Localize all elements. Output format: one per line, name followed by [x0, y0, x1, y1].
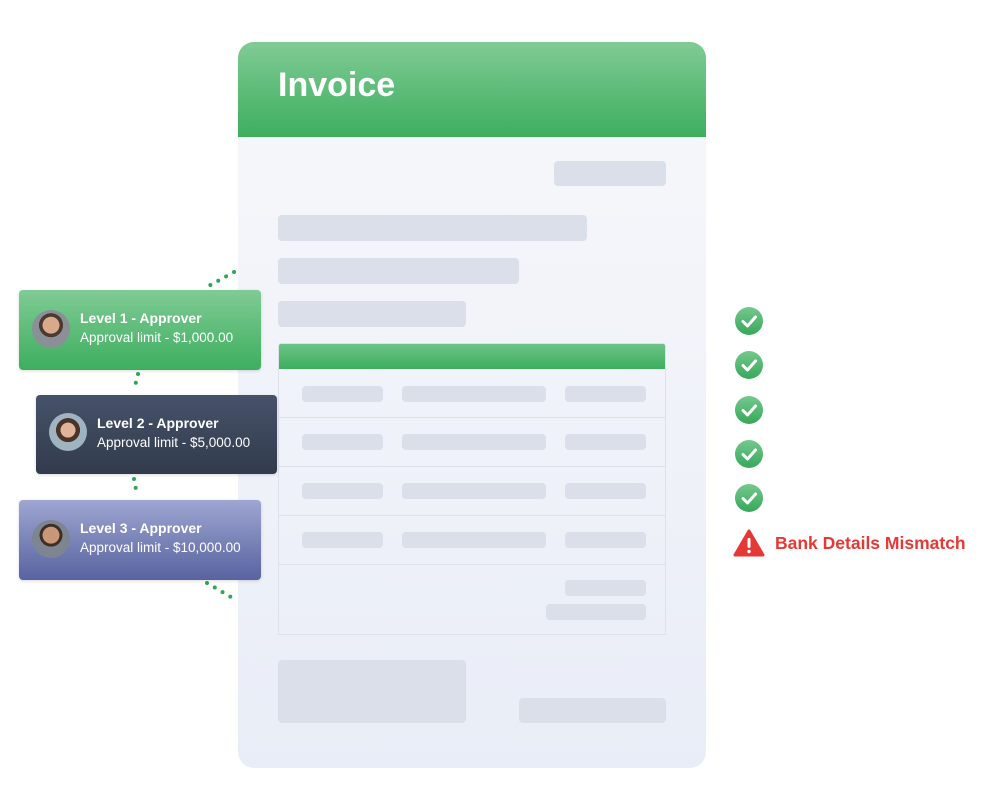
check-icon — [735, 307, 763, 335]
approval-limit: Approval limit - $1,000.00 — [80, 330, 234, 345]
connector-1-2 — [132, 372, 140, 392]
approver-title: Level 1 - Approver — [80, 310, 202, 326]
table-row — [279, 516, 665, 565]
placeholder-total — [546, 604, 646, 620]
approver-card-level-2[interactable]: Level 2 - Approver Approval limit - $5,0… — [36, 395, 277, 474]
placeholder-line — [278, 258, 519, 284]
check-icon — [735, 396, 763, 424]
approver-card-level-3[interactable]: Level 3 - Approver Approval limit - $10,… — [19, 500, 261, 580]
avatar — [32, 520, 70, 558]
approver-title: Level 3 - Approver — [80, 520, 202, 536]
table-row — [279, 467, 665, 516]
placeholder-invoice-number — [554, 161, 666, 186]
placeholder-line — [278, 301, 466, 327]
connector-top — [203, 270, 236, 290]
placeholder-line — [278, 215, 587, 241]
placeholder-signature — [519, 698, 666, 723]
avatar — [49, 413, 87, 451]
line-items-table — [278, 343, 666, 635]
warning-text: Bank Details Mismatch — [775, 533, 966, 553]
check-icon — [735, 351, 763, 379]
invoice-document: Invoice — [238, 42, 706, 768]
approval-limit: Approval limit - $5,000.00 — [97, 435, 251, 450]
invoice-title: Invoice — [278, 66, 396, 104]
connector-bottom — [205, 581, 238, 602]
table-row — [279, 418, 665, 467]
placeholder-subtotal — [565, 580, 646, 596]
approver-title: Level 2 - Approver — [97, 415, 219, 431]
approval-limit: Approval limit - $10,000.00 — [80, 540, 241, 555]
connector-2-3 — [132, 477, 139, 497]
warning-icon — [733, 529, 765, 557]
table-row — [279, 369, 665, 418]
avatar — [32, 310, 70, 348]
placeholder-notes — [278, 660, 466, 723]
table-header — [279, 344, 665, 369]
check-icon — [735, 440, 763, 468]
check-icon — [735, 484, 763, 512]
approver-card-level-1[interactable]: Level 1 - Approver Approval limit - $1,0… — [19, 290, 261, 370]
invoice-header: Invoice — [238, 42, 706, 137]
